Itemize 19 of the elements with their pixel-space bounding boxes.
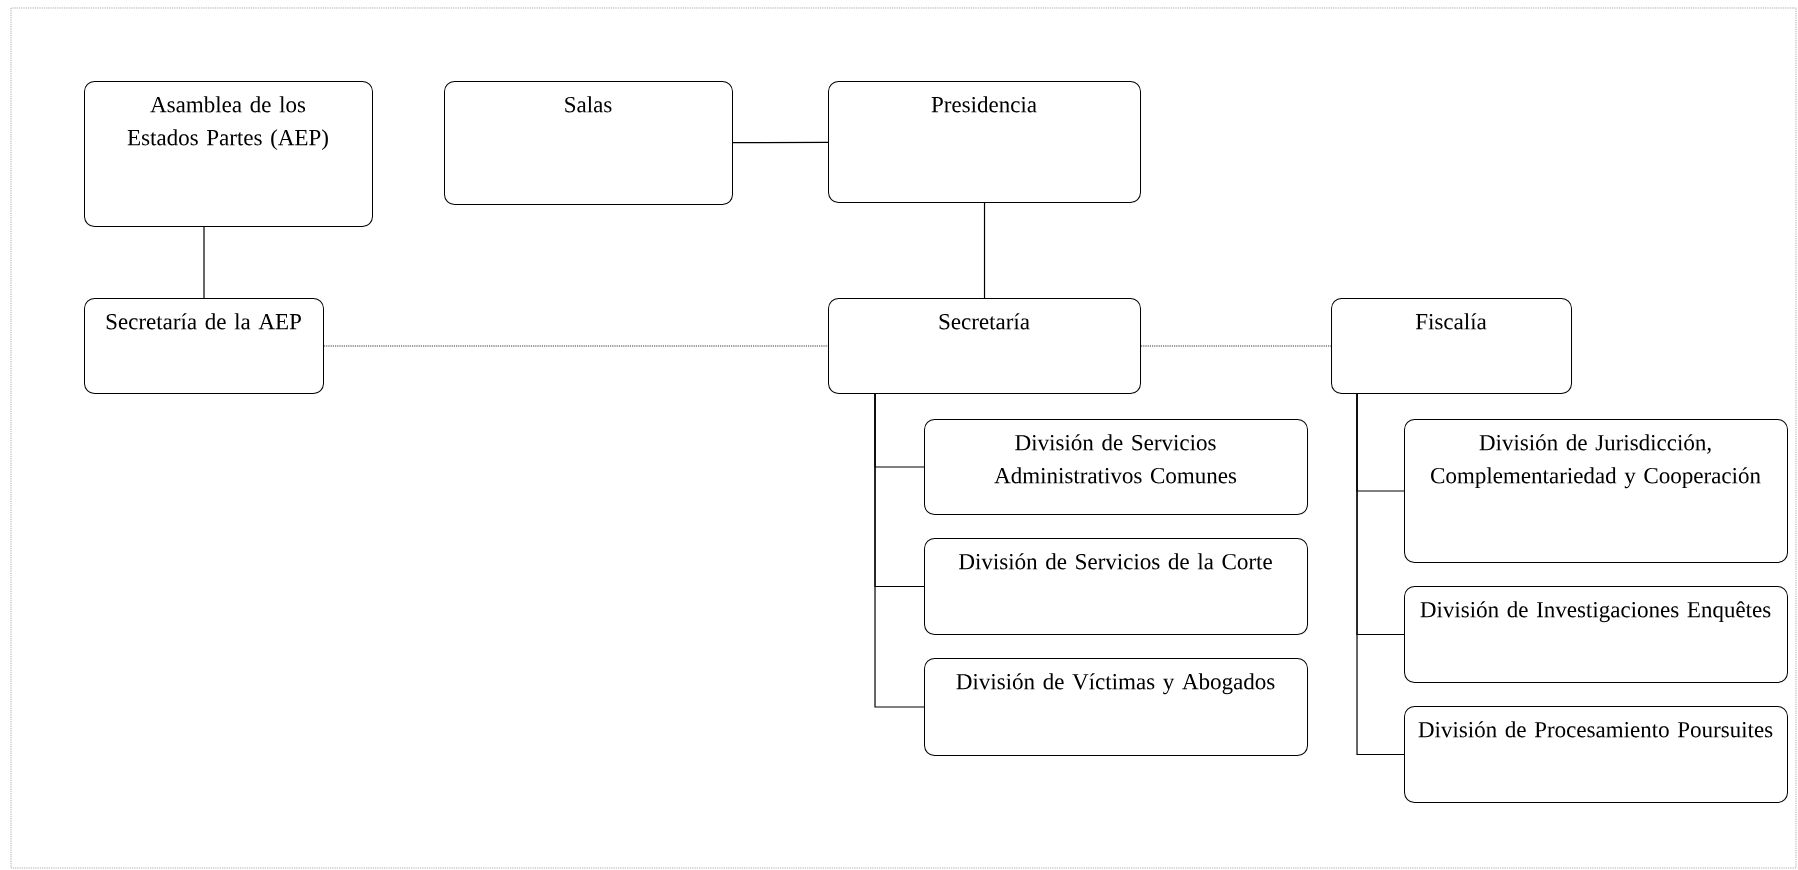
org-box: División de Procesamiento Poursuites	[1404, 706, 1788, 803]
connector-line	[1140, 345, 1332, 347]
org-box: División de Víctimas y Abogados	[924, 658, 1308, 756]
org-box: Secretaría	[828, 298, 1141, 394]
org-box: Salas	[444, 81, 733, 205]
connector-line	[323, 345, 829, 347]
connector-line	[203, 226, 205, 299]
org-box: División de Investigaciones Enquêtes	[1404, 586, 1788, 683]
org-box: Fiscalía	[1331, 298, 1572, 394]
connector-line	[874, 393, 925, 708]
connector-line	[732, 141, 829, 144]
org-box: Presidencia	[828, 81, 1141, 203]
org-box: Asamblea de los Estados Partes (AEP)	[84, 81, 373, 227]
org-box: División de Servicios Administrativos Comunes	[924, 419, 1308, 515]
org-box: División de Servicios de la Corte	[924, 538, 1308, 635]
connector-line	[983, 202, 986, 299]
org-box: Secretaría de la AEP	[84, 298, 324, 394]
org-box: División de Jurisdicción, Complementariedad y Cooperación	[1404, 419, 1788, 563]
connector-line	[1356, 393, 1405, 756]
